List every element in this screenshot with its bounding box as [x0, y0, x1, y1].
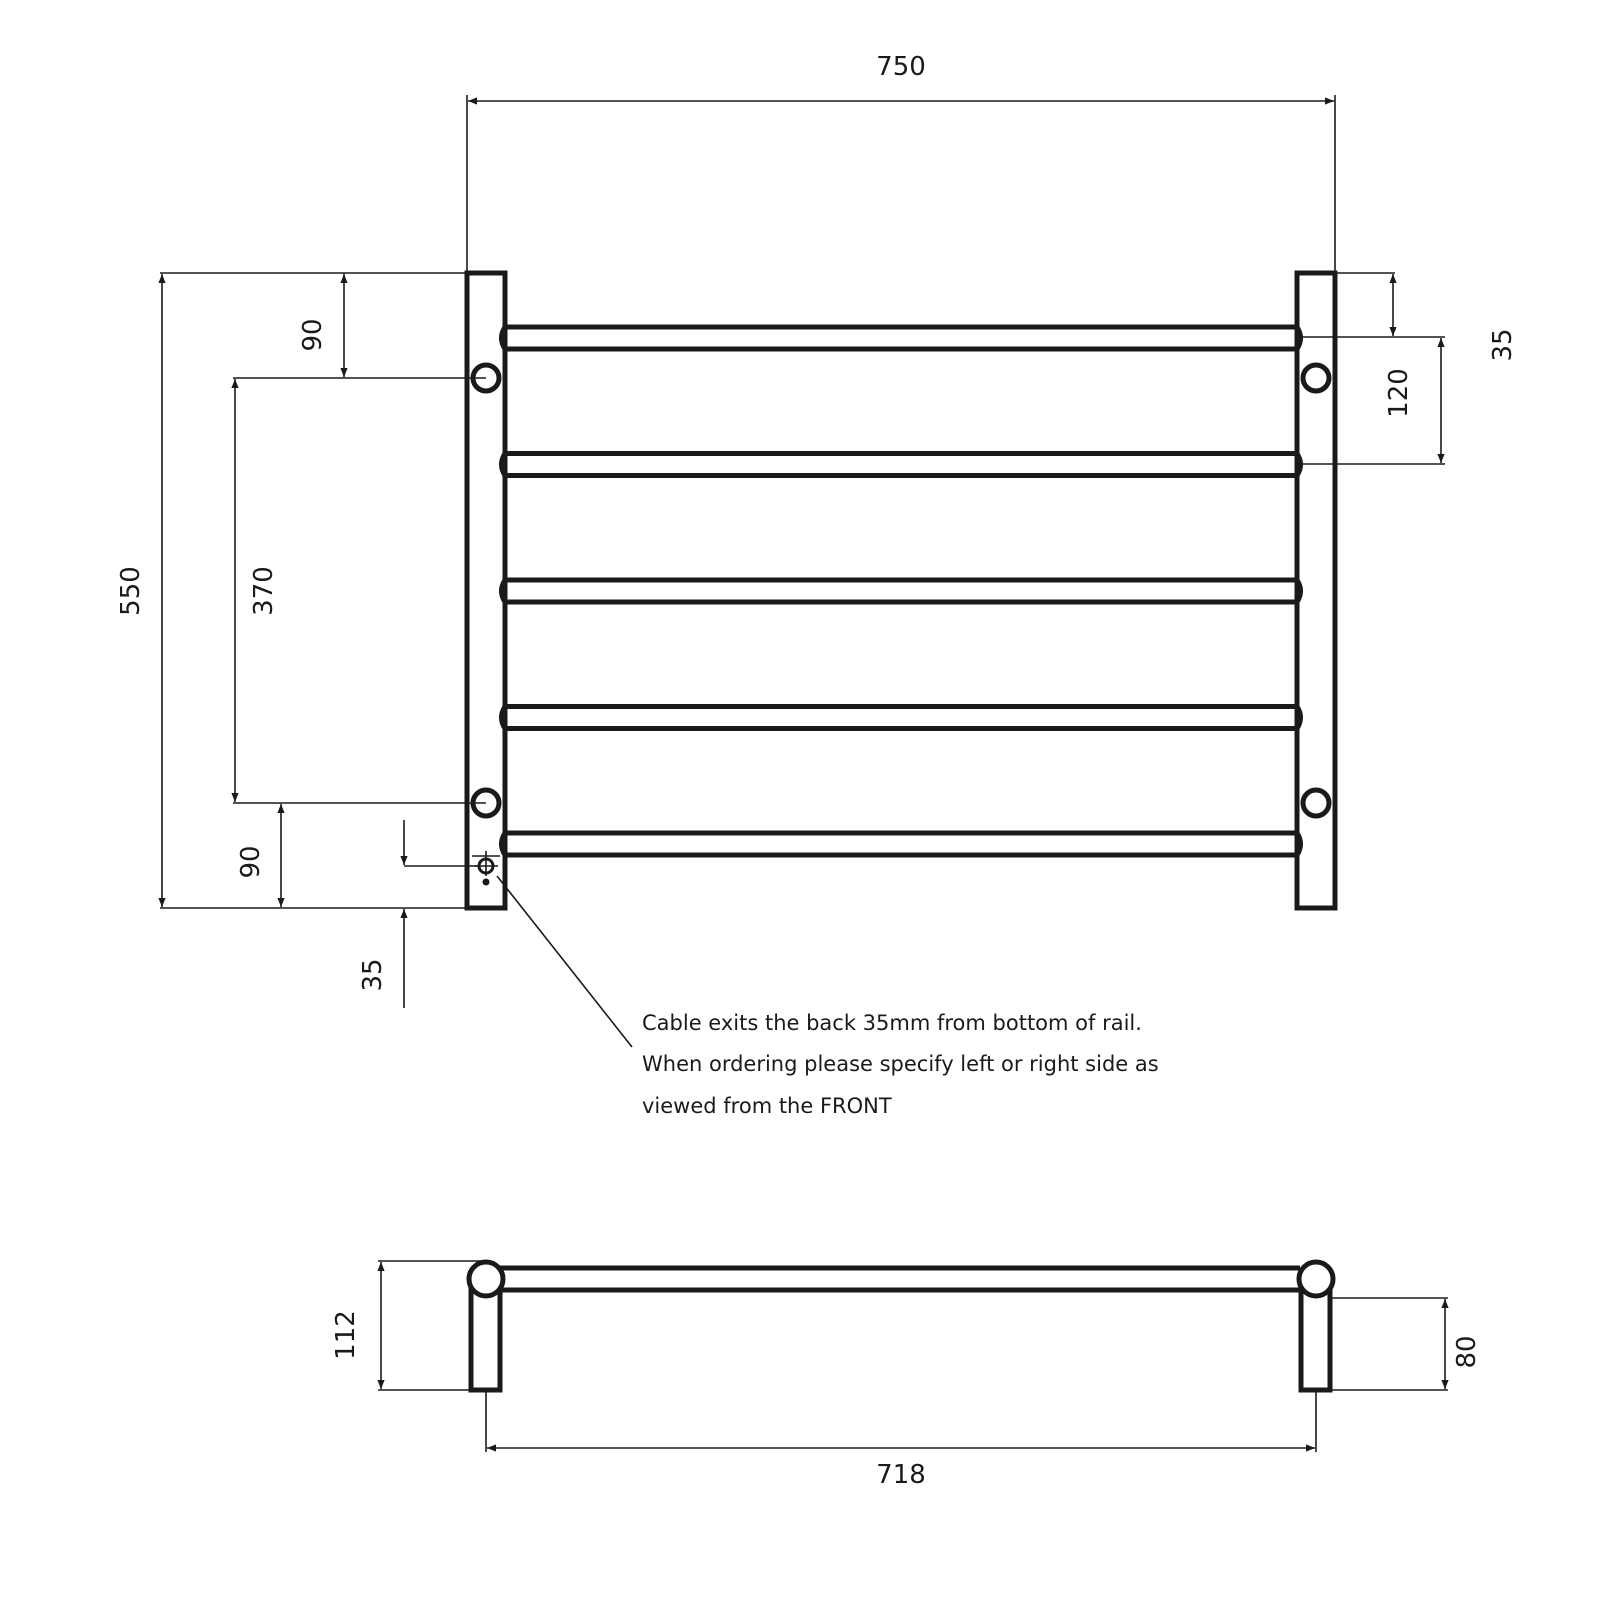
dim-mount-spacing: 370 [249, 566, 279, 616]
post-section [1296, 1259, 1336, 1299]
side-leg [468, 1287, 503, 1393]
side-view: 112 80 718 [331, 1259, 1482, 1490]
towel-bar [499, 704, 1303, 731]
dim-bar-spacing: 120 [1384, 368, 1414, 418]
post-section [466, 1259, 506, 1299]
dim-mount-to-bottom: 90 [236, 845, 266, 878]
note-line: When ordering please specify left or rig… [642, 1052, 1159, 1076]
towel-bar [499, 451, 1303, 478]
dim-post-centres: 718 [876, 1460, 926, 1490]
towel-bar [499, 830, 1303, 858]
dim-overall-width: 750 [876, 52, 926, 82]
front-view: 750 550 90 370 90 35 35 120 Cable exits [116, 52, 1518, 1118]
note-line: Cable exits the back 35mm from bottom of… [642, 1011, 1142, 1035]
note-leader-line [496, 875, 633, 1048]
dim-depth-wall: 80 [1452, 1335, 1482, 1368]
mount-hole [1300, 362, 1332, 394]
dim-top-to-first-bar: 35 [1488, 328, 1518, 361]
left-post [464, 270, 508, 911]
note-line: viewed from the FRONT [642, 1094, 892, 1118]
mount-hole [1300, 787, 1332, 819]
dim-depth-overall: 112 [331, 1310, 361, 1360]
right-post [1294, 270, 1338, 911]
side-leg [1298, 1287, 1333, 1393]
bars [499, 324, 1303, 858]
towel-bar [499, 577, 1303, 605]
cable-exit-icon [472, 851, 500, 886]
dim-top-to-mount: 90 [298, 318, 328, 351]
dim-overall-height: 550 [116, 566, 146, 616]
towel-bar [499, 324, 1303, 352]
dim-cable-from-bottom: 35 [358, 958, 388, 991]
